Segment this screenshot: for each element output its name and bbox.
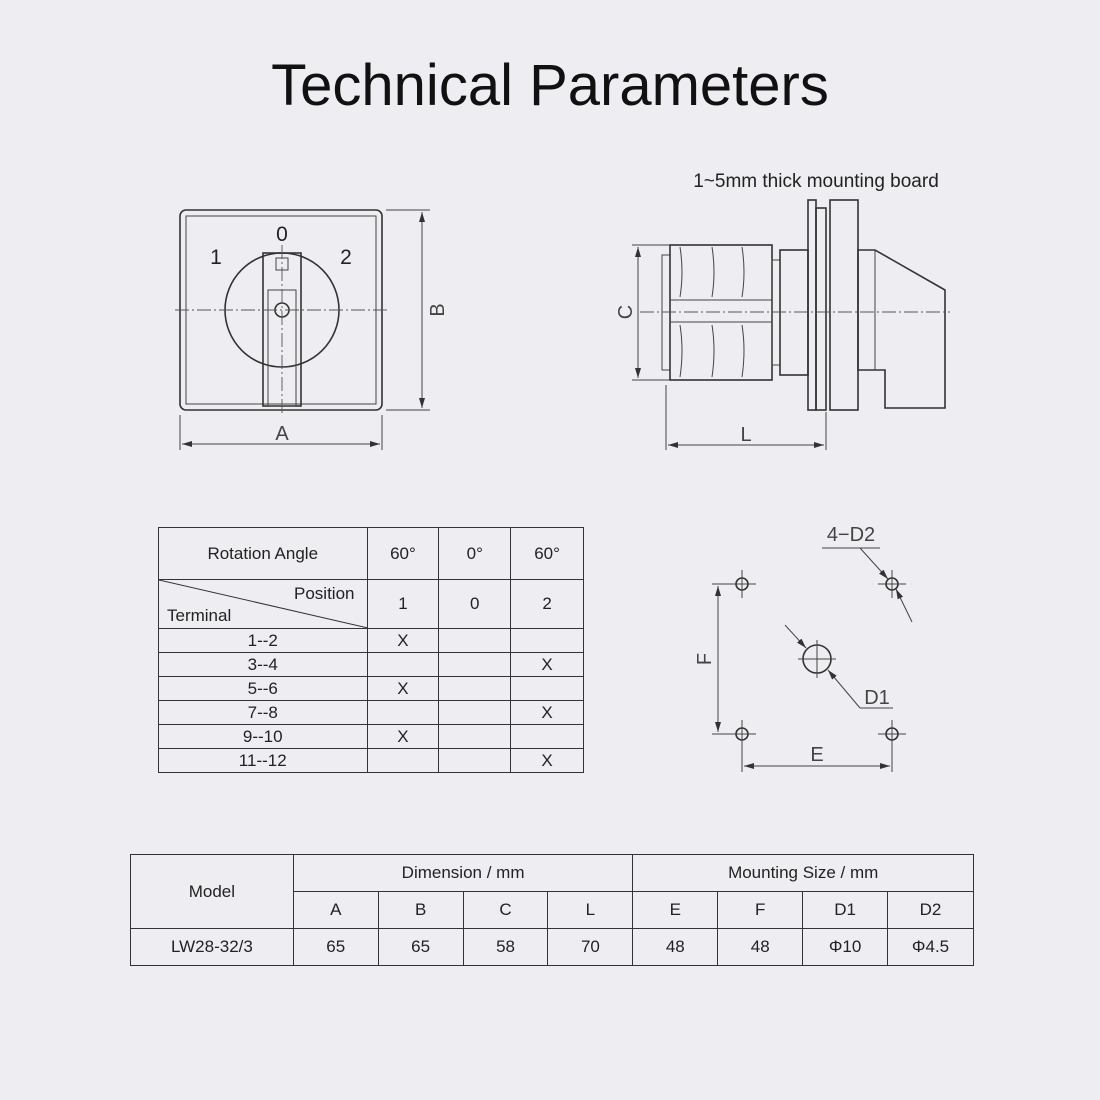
4d2-label: 4−D2 [827,524,875,546]
dim-a-label: A [275,423,289,445]
d1-label: D1 [864,687,890,709]
mounting-view: D1 4−D2 F E [694,524,913,772]
dimension-header: Dimension / mm [292,854,634,892]
terminal-cell: 1--2 [158,628,368,653]
mark-cell [366,748,440,773]
diagonal-divider [159,580,368,628]
mark-cell: X [366,676,440,701]
mark-cell: X [510,652,584,677]
column-header: D1 [802,891,889,929]
mark-cell [438,652,512,677]
dim-l-label: L [740,424,751,446]
dim-b-label: B [427,303,449,316]
column-header: L [547,891,634,929]
table-row: 11--12 X [158,748,584,773]
mark-cell [510,628,584,653]
table-row: 1--2 X [158,628,584,653]
dim-c-label: C [615,305,637,319]
position-label-0: 0 [276,223,288,246]
column-header: B [377,891,464,929]
table-row: 9--10 X [158,724,584,749]
mark-cell [366,652,440,677]
position-cell: 1 [366,579,440,629]
mark-cell [366,700,440,725]
terminal-label: Terminal [167,606,232,625]
value-cell: Φ4.5 [887,928,974,966]
mark-cell: X [366,628,440,653]
value-cell: 58 [462,928,549,966]
column-header: E [632,891,719,929]
value-cell: 48 [632,928,719,966]
front-view: 1 0 2 A B [175,209,449,450]
position-cell: 0 [438,579,512,629]
mark-cell [438,676,512,701]
rotation-angle-header: Rotation Angle [158,527,368,580]
position-label-1: 1 [210,246,222,269]
value-cell: 70 [547,928,634,966]
page-title: Technical Parameters [271,53,829,118]
angle-cell: 60° [510,527,584,580]
mark-cell: X [366,724,440,749]
dimension-table: Model Dimension / mm Mounting Size / mm … [130,854,974,966]
terminal-cell: 9--10 [158,724,368,749]
dim-f-label: F [694,653,716,665]
mounting-board-label: 1~5mm thick mounting board [693,171,939,192]
position-cell: 2 [510,579,584,629]
mark-cell: X [510,748,584,773]
mark-cell [438,748,512,773]
mark-cell [438,628,512,653]
column-header: C [462,891,549,929]
table-row: 3--4 X [158,652,584,677]
model-cell: LW28-32/3 [130,928,294,966]
value-cell: Φ10 [802,928,889,966]
terminal-cell: 7--8 [158,700,368,725]
side-view: 1~5mm thick mounting board C L [615,171,950,450]
table-row: 5--6 X [158,676,584,701]
value-cell: 48 [717,928,804,966]
angle-cell: 0° [438,527,512,580]
terminal-cell: 3--4 [158,652,368,677]
dim-e-label: E [810,744,823,766]
position-label: Position [294,584,355,603]
position-label-2: 2 [340,246,352,269]
value-cell: 65 [292,928,379,966]
terminal-cell: 5--6 [158,676,368,701]
mark-cell: X [510,700,584,725]
terminal-cell: 11--12 [158,748,368,773]
mark-cell [438,724,512,749]
table-row: 7--8 X [158,700,584,725]
mounting-size-header: Mounting Size / mm [632,854,974,892]
column-header: D2 [887,891,974,929]
position-terminal-header: Position Terminal [158,579,368,629]
table-row: LW28-32/3 65 65 58 70 48 48 Φ10 Φ4.5 [130,928,974,966]
angle-cell: 60° [366,527,440,580]
mark-cell [510,724,584,749]
model-header: Model [130,854,294,929]
value-cell: 65 [377,928,464,966]
column-header: A [292,891,379,929]
mark-cell [510,676,584,701]
mark-cell [438,700,512,725]
column-header: F [717,891,804,929]
position-table: Rotation Angle 60° 0° 60° Position Termi… [158,527,584,773]
